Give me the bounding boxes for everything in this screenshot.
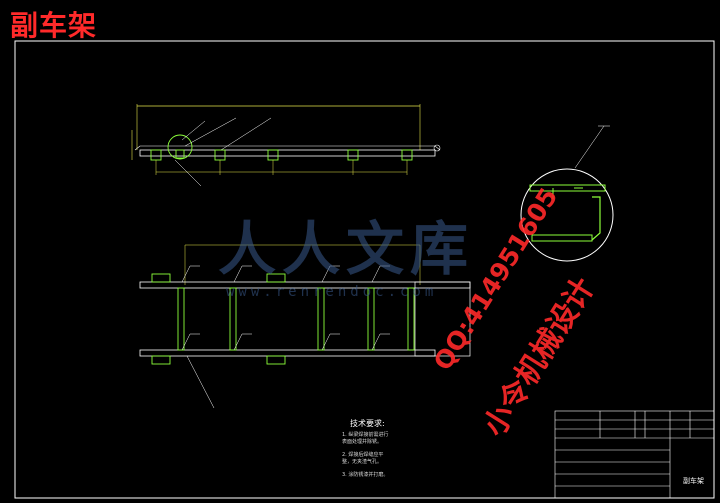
renren-watermark: 人人文库 xyxy=(218,215,475,283)
title-block xyxy=(554,410,715,499)
note-line: 表面处理并除锈。 xyxy=(342,439,383,445)
note-line: 2. 焊接后焊缝应平 xyxy=(342,452,384,458)
detail-view xyxy=(520,125,614,262)
note-line: 3. 涂防锈漆并打磨。 xyxy=(342,472,389,478)
front-view xyxy=(131,104,441,187)
note-line: 1. 纵梁焊接前需进行 xyxy=(342,432,389,438)
technical-requirements-title: 技术要求: xyxy=(350,419,385,428)
drawing-title-watermark: 副车架 xyxy=(10,9,98,42)
site-watermark: www.renrendoc.com xyxy=(226,284,438,300)
drawing-border xyxy=(14,40,715,499)
title-block-part-name: 副车架 xyxy=(683,477,704,485)
plan-view xyxy=(139,244,471,409)
note-line: 整，无夹渣气孔。 xyxy=(342,459,383,465)
